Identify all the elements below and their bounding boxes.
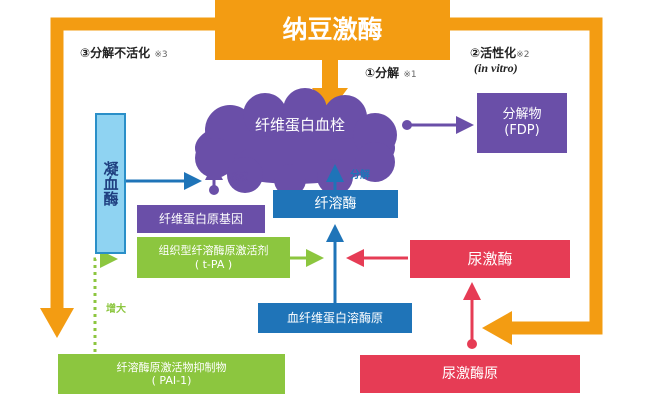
nattokinase-title-box: 纳豆激酶: [215, 0, 450, 60]
fibrinogen-gene-box: 纤维蛋白原基因: [137, 205, 265, 233]
in-vitro-label: (in vitro): [474, 61, 518, 75]
fibrin-clot-cloud: [195, 88, 397, 196]
inactivation-note: ※3: [154, 50, 168, 60]
activation-label: ②活性化※2: [470, 44, 529, 61]
orange-frame-left: [50, 17, 215, 310]
tpa-line1: 组织型纤溶酶原激活剂: [158, 244, 269, 258]
orange-arrow-center-shaft: [322, 60, 338, 90]
thrombin-box: 凝血酶: [95, 113, 126, 254]
orange-arrow-center-head: [312, 88, 348, 112]
urokinase-box: 尿激酶: [410, 240, 570, 278]
decompose-small-label: 分解: [350, 170, 370, 181]
fibrin-clot-text: 纤维蛋白血栓: [254, 116, 345, 134]
orange-frame-right: [450, 17, 603, 335]
fibrin-clot-label: 纤维蛋白血栓: [220, 110, 380, 140]
activation-note: ※2: [516, 50, 530, 60]
pai-box: 纤溶酶原激活物抑制物 ( PAI-1): [58, 354, 285, 394]
plasmin-box: 纤溶酶: [273, 190, 398, 218]
fdp-line1: 分解物: [502, 107, 542, 123]
thrombin-text: 凝血酶: [101, 161, 120, 206]
plasminogen-text: 血纤维蛋白溶酶原: [286, 310, 383, 325]
form-label: 形成: [228, 172, 248, 183]
fdp-box: 分解物 (FDP): [477, 93, 567, 153]
decompose-text: ①分解: [365, 66, 400, 80]
orange-arrow-down-left: [40, 308, 74, 338]
orange-arrow-left-right: [482, 311, 512, 345]
pai-line2: ( PAI-1): [151, 374, 192, 387]
tpa-line2: ( t-PA ): [194, 257, 233, 271]
pai-dotted-arrow: [93, 250, 118, 352]
prourokinase-box: 尿激酶原: [360, 355, 580, 393]
tpa-box: 组织型纤溶酶原激活剂 ( t-PA ): [137, 237, 290, 278]
inactivation-text: ③分解不活化: [80, 46, 151, 60]
fdp-line2: (FDP): [504, 123, 540, 138]
prourokinase-text: 尿激酶原: [442, 365, 498, 382]
pai-line1: 纤溶酶原激活物抑制物: [116, 360, 227, 374]
title-text: 纳豆激酶: [282, 15, 383, 44]
decompose-note: ※1: [403, 70, 417, 80]
inactivation-label: ③分解不活化 ※3: [80, 44, 168, 61]
plasminogen-box: 血纤维蛋白溶酶原: [258, 303, 412, 333]
increase-label: 增大: [106, 304, 126, 315]
decompose-label: ①分解 ※1: [365, 64, 417, 81]
urokinase-text: 尿激酶: [467, 250, 513, 268]
activation-text: ②活性化: [470, 46, 517, 60]
fibrinogen-gene-text: 纤维蛋白原基因: [158, 211, 243, 226]
plasmin-text: 纤溶酶: [314, 195, 357, 212]
